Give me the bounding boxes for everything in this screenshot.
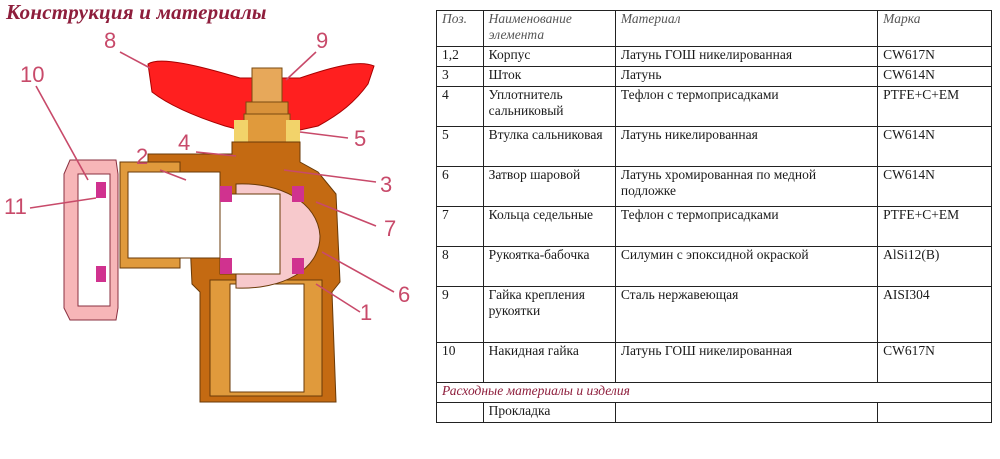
table-row: 4 Уплотнитель сальниковый Тефлон с термо… [436, 86, 992, 127]
cell-pos: 10 [436, 342, 484, 383]
cell-grade: CW614N [877, 66, 992, 87]
cell-material: Латунь ГОШ никелированная [614, 342, 879, 383]
header-material: Материал [614, 10, 879, 47]
cell-pos: 4 [436, 86, 484, 127]
cell-pos: 7 [436, 206, 484, 247]
cell-name: Корпус [482, 46, 616, 67]
table-header-row: Поз. Наименование элемента Материал Марк… [436, 10, 992, 47]
callout-3: 3 [380, 172, 392, 197]
cell-pos: 9 [436, 286, 484, 343]
valve-cross-section-diagram: 1 2 3 4 5 6 7 8 9 10 11 [4, 28, 410, 403]
seat-ring [220, 186, 232, 202]
cell-name: Прокладка [482, 402, 616, 423]
cell-grade: CW614N [877, 126, 992, 167]
cell-material: Сталь нержавеющая [614, 286, 879, 343]
header-grade: Марка [877, 10, 992, 47]
callout-2: 2 [136, 144, 148, 169]
header-name: Наименование элемента [482, 10, 616, 47]
table-row: 8 Рукоятка-бабочка Силумин с эпоксидной … [436, 246, 992, 287]
cell-pos [436, 402, 484, 423]
callout-6: 6 [398, 282, 410, 307]
cell-pos: 1,2 [436, 46, 484, 67]
callout-11: 11 [4, 194, 27, 219]
cell-grade: CW614N [877, 166, 992, 207]
handle-nut [251, 67, 283, 103]
cell-material: Тефлон с термоприсадками [614, 86, 879, 127]
cell-name: Шток [482, 66, 616, 87]
table-row: 3 Шток Латунь CW614N [436, 66, 992, 87]
cell-grade: AISI304 [877, 286, 992, 343]
table-row: 1,2 Корпус Латунь ГОШ никелированная CW6… [436, 46, 992, 67]
cell-name: Накидная гайка [482, 342, 616, 383]
cell-material: Латунь никелированная [614, 126, 879, 167]
cell-grade [877, 402, 992, 423]
cell-pos: 3 [436, 66, 484, 87]
callout-10: 10 [20, 62, 44, 87]
materials-table: Поз. Наименование элемента Материал Марк… [436, 10, 992, 423]
callout-8: 8 [104, 28, 116, 53]
cell-material: Силумин с эпоксидной окраской [614, 246, 879, 287]
table-section-row: Расходные материалы и изделия [436, 382, 992, 403]
cell-material: Латунь [614, 66, 879, 87]
cell-pos: 5 [436, 126, 484, 167]
cell-grade: CW617N [877, 342, 992, 383]
cell-material: Латунь ГОШ никелированная [614, 46, 879, 67]
cell-name: Уплотнитель сальниковый [482, 86, 616, 127]
cell-material: Тефлон с термоприсадками [614, 206, 879, 247]
cell-name: Затвор шаровой [482, 166, 616, 207]
header-pos: Поз. [436, 10, 484, 47]
table-row: 10 Накидная гайка Латунь ГОШ никелирован… [436, 342, 992, 383]
page-title: Конструкция и материалы [6, 0, 267, 24]
cell-material: Латунь хромированная по медной подложке [614, 166, 879, 207]
cell-name: Кольца седельные [482, 206, 616, 247]
table-row: 6 Затвор шаровой Латунь хромированная по… [436, 166, 992, 207]
cell-name: Рукоятка-бабочка [482, 246, 616, 287]
cell-pos: 6 [436, 166, 484, 207]
cell-material [614, 402, 879, 423]
gasket [96, 182, 106, 198]
table-row: 9 Гайка крепления рукоятки Сталь нержаве… [436, 286, 992, 343]
cell-name: Гайка крепления рукоятки [482, 286, 616, 343]
cell-grade: CW617N [877, 46, 992, 67]
section-label: Расходные материалы и изделия [436, 382, 992, 403]
table-row: 7 Кольца седельные Тефлон с термоприсадк… [436, 206, 992, 247]
cell-grade: PTFE+C+EM [877, 206, 992, 247]
callout-9: 9 [316, 28, 328, 53]
callout-7: 7 [384, 216, 396, 241]
cell-pos: 8 [436, 246, 484, 287]
table-row: 5 Втулка сальниковая Латунь никелированн… [436, 126, 992, 167]
cell-grade: PTFE+C+EM [877, 86, 992, 127]
callout-4: 4 [178, 130, 190, 155]
callout-5: 5 [354, 126, 366, 151]
callout-1: 1 [360, 300, 372, 325]
cell-grade: AlSi12(B) [877, 246, 992, 287]
table-row: Прокладка [436, 402, 992, 423]
cell-name: Втулка сальниковая [482, 126, 616, 167]
